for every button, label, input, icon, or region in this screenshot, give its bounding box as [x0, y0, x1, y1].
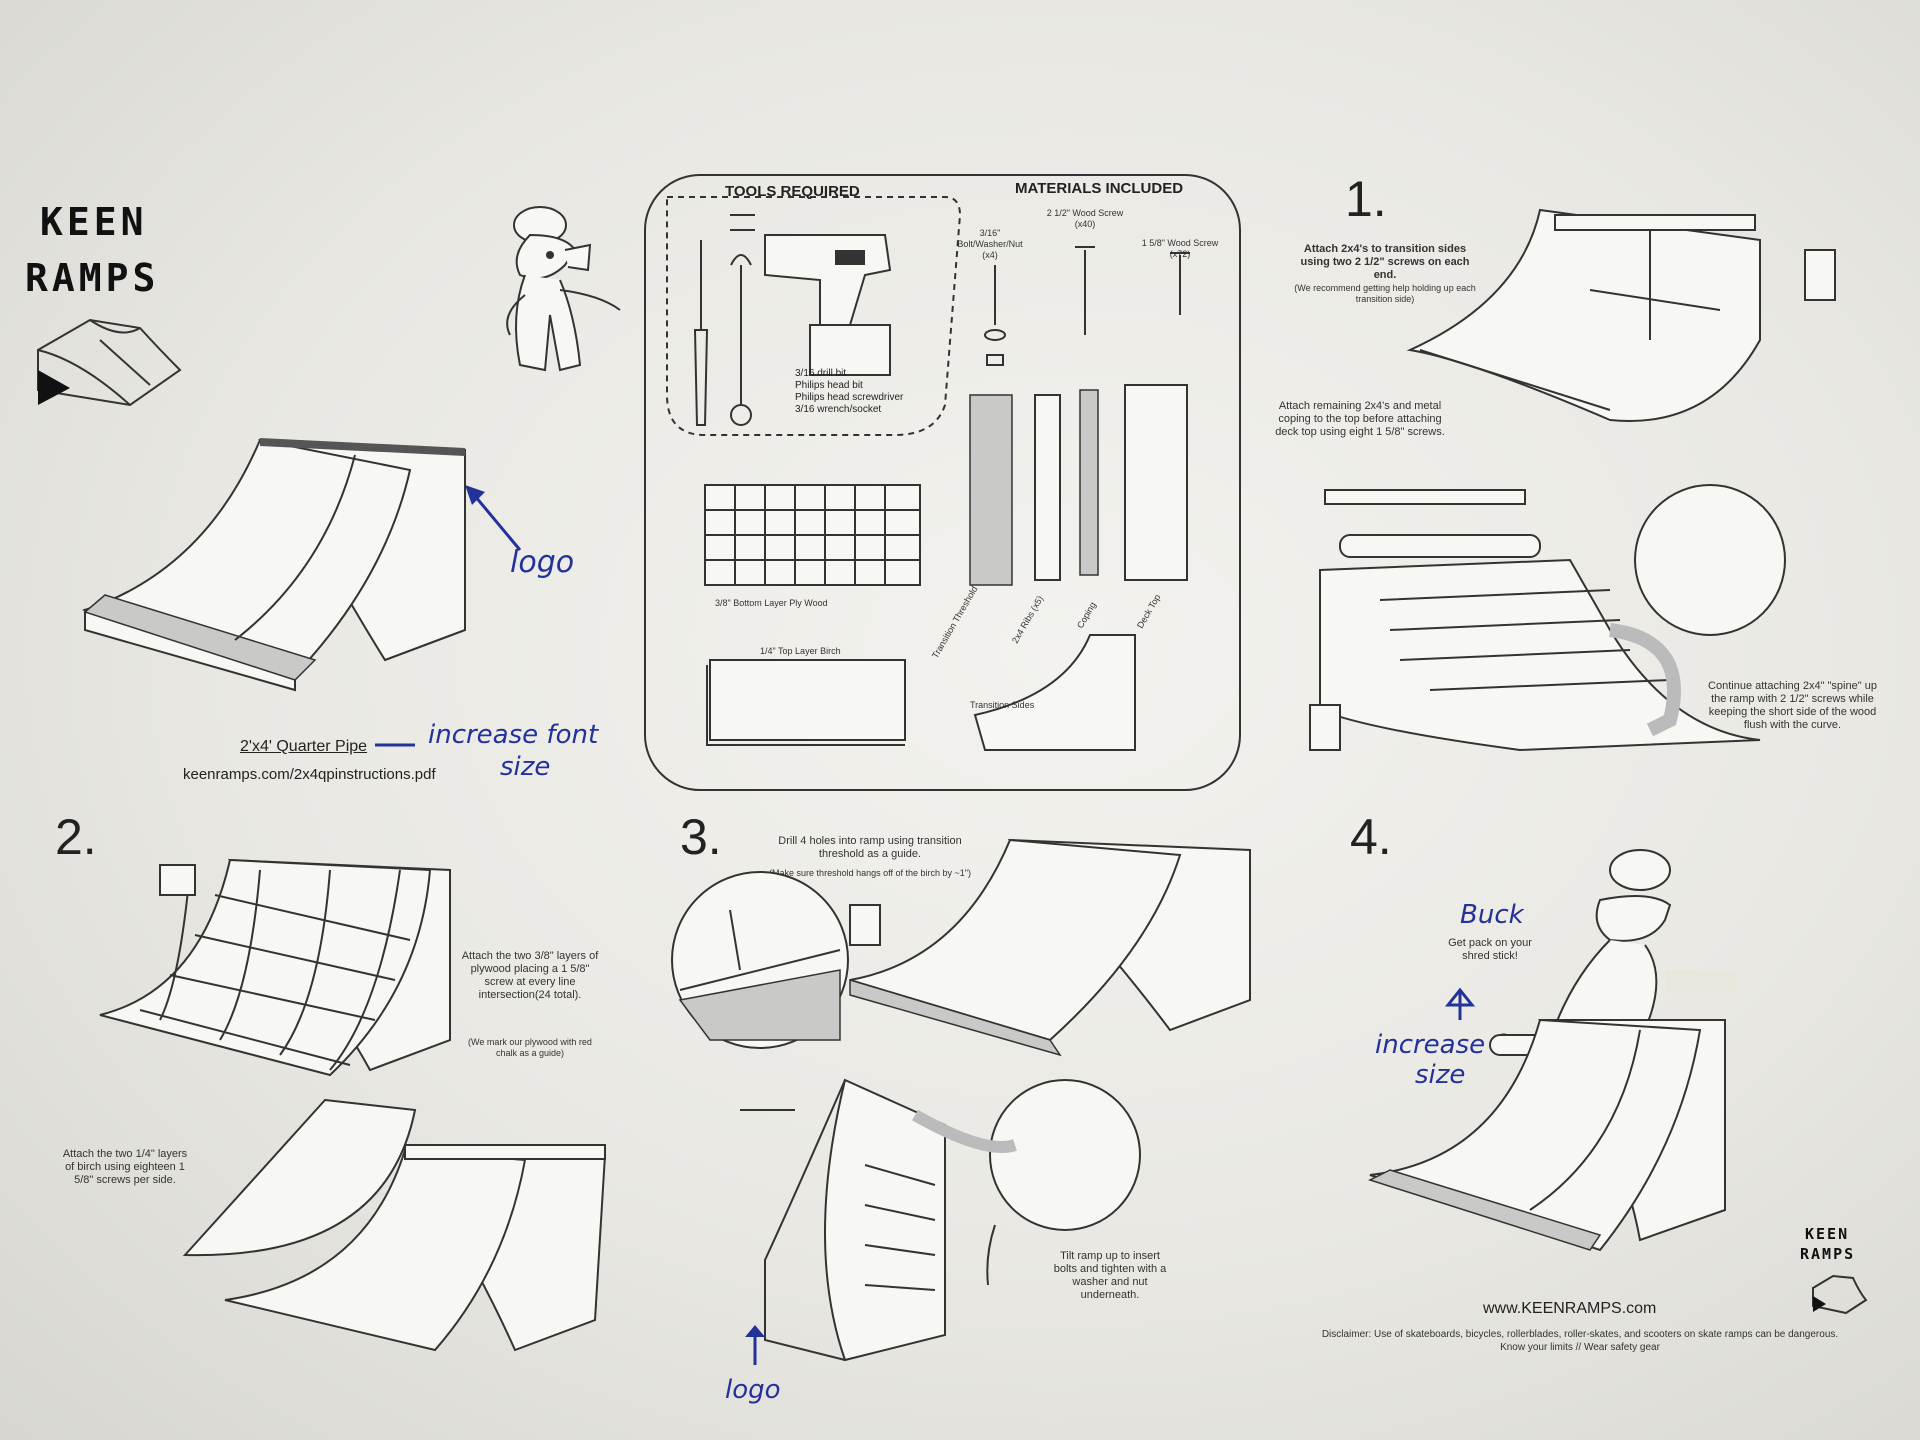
step-1-text-3: Attach remaining 2x4's and metal coping … — [1275, 400, 1445, 438]
tools-list: 3/16 drill bit Philips head bit Philips … — [795, 368, 903, 416]
hardware-short-screw-label: 1 5/8" Wood Screw(x72) — [1141, 238, 1219, 259]
logo-annotation-text: logo — [510, 545, 575, 580]
step-1-number: 1. — [1345, 171, 1387, 227]
finished-ramp-illustration — [81, 438, 466, 692]
tool-item: Philips head bit — [795, 380, 863, 391]
step-1-text-2: (We recommend getting help holding up ea… — [1294, 283, 1476, 304]
increase-font-annotation: increase font — [428, 720, 599, 750]
step-3-text-3: Tilt ramp up to insert bolts and tighten… — [1053, 1250, 1167, 1301]
hardware-bolt-label: 3/16" Bolt/Washer/Nut(x4) — [957, 228, 1023, 260]
product-title: 2'x4' Quarter Pipe — [240, 738, 368, 755]
hardware-long-screw-label: 2 1/2" Wood Screw(x40) — [1046, 208, 1124, 229]
step-1-text-4: Continue attaching 2x4" "spine" up the r… — [1708, 680, 1877, 731]
step-1-assembly-illustration — [1309, 484, 1786, 752]
step-4-annotation-arrow — [1444, 987, 1476, 1020]
footer-logo-line1: KEEN — [1805, 1225, 1850, 1243]
step-3-number: 3. — [680, 809, 722, 865]
plywood-label: 3/8" Bottom Layer Ply Wood — [715, 598, 828, 608]
logo-annotation-arrow — [465, 485, 522, 551]
brand-logo-line1: KEEN — [40, 200, 148, 244]
footer-website: www.KEENRAMPS.com — [1483, 1300, 1657, 1317]
step-1-frame-illustration — [1406, 208, 1836, 422]
brand-logo-line2: RAMPS — [25, 256, 160, 300]
tools-materials-panel — [644, 174, 1241, 791]
size-annotation-2: size — [1415, 1060, 1466, 1090]
step-2-text-3: Attach the two 1/4" layers of birch usin… — [62, 1148, 188, 1186]
product-url: keenramps.com/2x4qpinstructions.pdf — [183, 766, 436, 783]
step-2-number: 2. — [55, 809, 97, 865]
step-2-text-2: (We mark our plywood with red chalk as a… — [468, 1037, 592, 1058]
disclaimer-line-1: Disclaimer: Use of skateboards, bicycles… — [1321, 1329, 1839, 1340]
step-3-drill-illustration — [671, 838, 1251, 1057]
logo-2-annotation-text: logo — [725, 1375, 781, 1405]
step-2-text-1: Attach the two 3/8" layers of plywood pl… — [461, 950, 599, 1001]
disclaimer-line-2: Know your limits // Wear safety gear — [1500, 1342, 1660, 1353]
step-1-text-1: Attach 2x4's to transition sides using t… — [1300, 243, 1470, 281]
size-annotation: size — [500, 752, 551, 782]
brand-ramp-icon — [37, 318, 182, 407]
footer-logo-line2: RAMPS — [1800, 1245, 1856, 1263]
tool-item: 3/16 drill bit — [795, 368, 847, 379]
step-2-birch-illustration — [182, 1098, 607, 1352]
logo-2-annotation-arrow — [745, 1325, 765, 1365]
footer-ramp-icon — [1812, 1274, 1868, 1315]
tool-item: Philips head screwdriver — [795, 392, 904, 403]
step-4-text-1: Get pack on your shred stick! — [1448, 937, 1532, 962]
tool-item: 3/16 wrench/socket — [795, 404, 882, 415]
sides-label: Transition Sides — [970, 700, 1035, 710]
buck-annotation: Buck — [1460, 900, 1524, 930]
birch-label: 1/4" Top Layer Birch — [760, 646, 841, 656]
step-3-text-1: Drill 4 holes into ramp using transition… — [778, 835, 962, 860]
step-2-plywood-illustration — [99, 858, 451, 1077]
tools-title: TOOLS REQUIRED — [725, 183, 860, 200]
step-3-bolt-illustration — [740, 1078, 1141, 1362]
step-4-skater-illustration — [1368, 849, 1735, 1252]
footer-disclaimer: Disclaimer: Use of skateboards, bicycles… — [1300, 1328, 1860, 1354]
materials-title: MATERIALS INCLUDED — [1015, 180, 1184, 197]
goat-mascot-illustration — [506, 206, 621, 372]
title-annotation-arrow — [375, 743, 415, 747]
step-4-number: 4. — [1350, 809, 1392, 865]
step-3-text-2: (Make sure threshold hangs off of the bi… — [769, 868, 971, 878]
